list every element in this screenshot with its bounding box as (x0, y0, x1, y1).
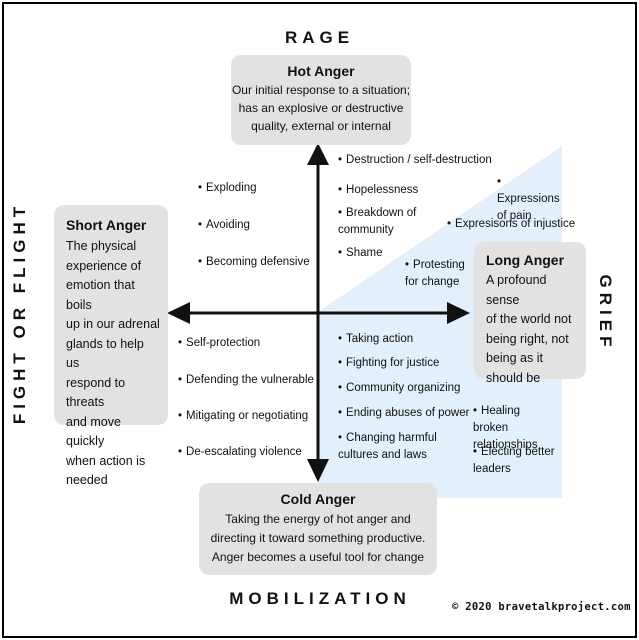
cold-anger-box: Cold Anger Taking the energy of hot ange… (199, 483, 437, 575)
short-anger-box: Short Anger The physical experience of e… (54, 205, 168, 487)
bullet-item: •Avoiding (198, 219, 250, 231)
desc-line: quality, external or internal (251, 119, 391, 133)
desc-line: experience of (66, 258, 142, 273)
bullet-item: •Ending abuses of power (338, 407, 470, 419)
hot-anger-title: Hot Anger (287, 63, 355, 79)
desc-line: emotion that boils (66, 278, 135, 312)
bullet-item: •Protesting for change (405, 259, 465, 288)
axis-label-fight-or-flight: FIGHT OR FLIGHT (10, 201, 29, 425)
item-text: De-escalating violence (186, 446, 302, 458)
item-text: Expressions of pain (497, 193, 560, 222)
hot-anger-description: Our initial response to a situation; has… (231, 81, 411, 135)
arrow-up-icon (307, 143, 329, 165)
axis-label-mobilization: MOBILIZATION (229, 589, 411, 608)
axis-label-grief: GRIEF (596, 274, 615, 352)
item-text: Shame (346, 247, 383, 259)
item-text: Protesting for change (405, 259, 465, 288)
item-text: Changing harmful cultures and laws (338, 432, 437, 461)
item-text: Healing broken relationships (473, 405, 538, 451)
copyright-credit: © 2020 bravetalkproject.com (452, 601, 631, 613)
desc-line: being right, not (486, 331, 569, 346)
item-text: Electing better leaders (473, 446, 555, 475)
bullet-item: •Community organizing (338, 382, 461, 394)
item-text: Destruction / self-destruction (346, 154, 492, 166)
bullet-item: •Expressions of pain (497, 176, 560, 222)
long-anger-box: Long Anger A profound sense of the world… (474, 242, 586, 385)
desc-line: respond to threats (66, 375, 126, 410)
bullet-item: •Becoming defensive (198, 256, 310, 268)
desc-line: of the world not (486, 312, 572, 326)
bullet-item: •Self-protection (178, 337, 261, 349)
item-text: Taking action (346, 333, 414, 345)
long-anger-description: A profound sense of the world not being … (486, 271, 578, 388)
desc-line: The physical (66, 239, 137, 253)
arrow-left-icon (167, 302, 190, 324)
cold-anger-title: Cold Anger (280, 491, 356, 507)
cold-anger-description: Taking the energy of hot anger and direc… (199, 510, 437, 567)
desc-line: and move quickly (66, 414, 121, 449)
short-anger-description: The physical experience of emotion that … (66, 237, 160, 491)
grief-shaded-region (318, 146, 562, 498)
bullet-item: •Fighting for justice (338, 357, 440, 369)
bullet-item: •Breakdown of community (338, 207, 417, 236)
bullet-item: •Exploding (198, 182, 257, 194)
desc-line: directing it toward something productive… (210, 531, 426, 545)
arrow-down-icon (307, 459, 329, 482)
bullet-item: •Defending the vulnerable (178, 374, 314, 386)
item-text: Avoiding (206, 219, 250, 231)
item-text: Self-protection (186, 337, 261, 349)
desc-line: up in our adrenal (66, 317, 160, 331)
long-anger-title: Long Anger (486, 252, 565, 268)
bullet-item: •Electing better leaders (473, 446, 555, 475)
desc-line: A profound sense (486, 273, 547, 307)
axis-label-rage: RAGE (284, 28, 355, 47)
bullet-item: •Expresisons of injustice (447, 218, 576, 230)
item-text: Exploding (206, 182, 257, 194)
bullet-item: •Mitigating or negotiating (178, 410, 309, 422)
bullet-item: •Destruction / self-destruction (338, 154, 492, 166)
item-text: Community organizing (346, 382, 461, 394)
arrow-right-icon (447, 302, 470, 324)
bullet-item: •Healing broken relationships (473, 405, 538, 451)
item-text: Mitigating or negotiating (186, 410, 309, 422)
desc-line: should be (486, 370, 541, 385)
bullet-item: •De-escalating violence (178, 446, 302, 458)
item-text: Hopelessness (346, 184, 419, 196)
desc-line: needed (66, 473, 108, 487)
bullet-item: •Shame (338, 247, 383, 259)
bullet-item: •Hopelessness (338, 184, 419, 196)
bullet-item: •Changing harmful cultures and laws (338, 432, 437, 461)
desc-line: has an explosive or destructive (238, 101, 404, 115)
bullet-item: •Taking action (338, 333, 414, 345)
item-text: Ending abuses of power (346, 407, 470, 419)
item-text: Becoming defensive (206, 256, 310, 268)
item-text: Expresisons of injustice (455, 218, 576, 230)
desc-line: Taking the energy of hot anger and (225, 512, 411, 526)
short-anger-title: Short Anger (66, 217, 147, 233)
desc-line: being as it (486, 351, 543, 365)
desc-line: glands to help us (66, 336, 144, 371)
desc-line: Anger becomes a useful tool for change (211, 550, 425, 564)
hot-anger-box: Hot Anger Our initial response to a situ… (231, 55, 411, 145)
desc-line: when action is (66, 453, 146, 468)
item-text: Defending the vulnerable (186, 374, 314, 386)
desc-line: Our initial response to a situation; (231, 83, 411, 97)
item-text: Fighting for justice (346, 357, 440, 369)
item-text: Breakdown of community (338, 207, 417, 236)
